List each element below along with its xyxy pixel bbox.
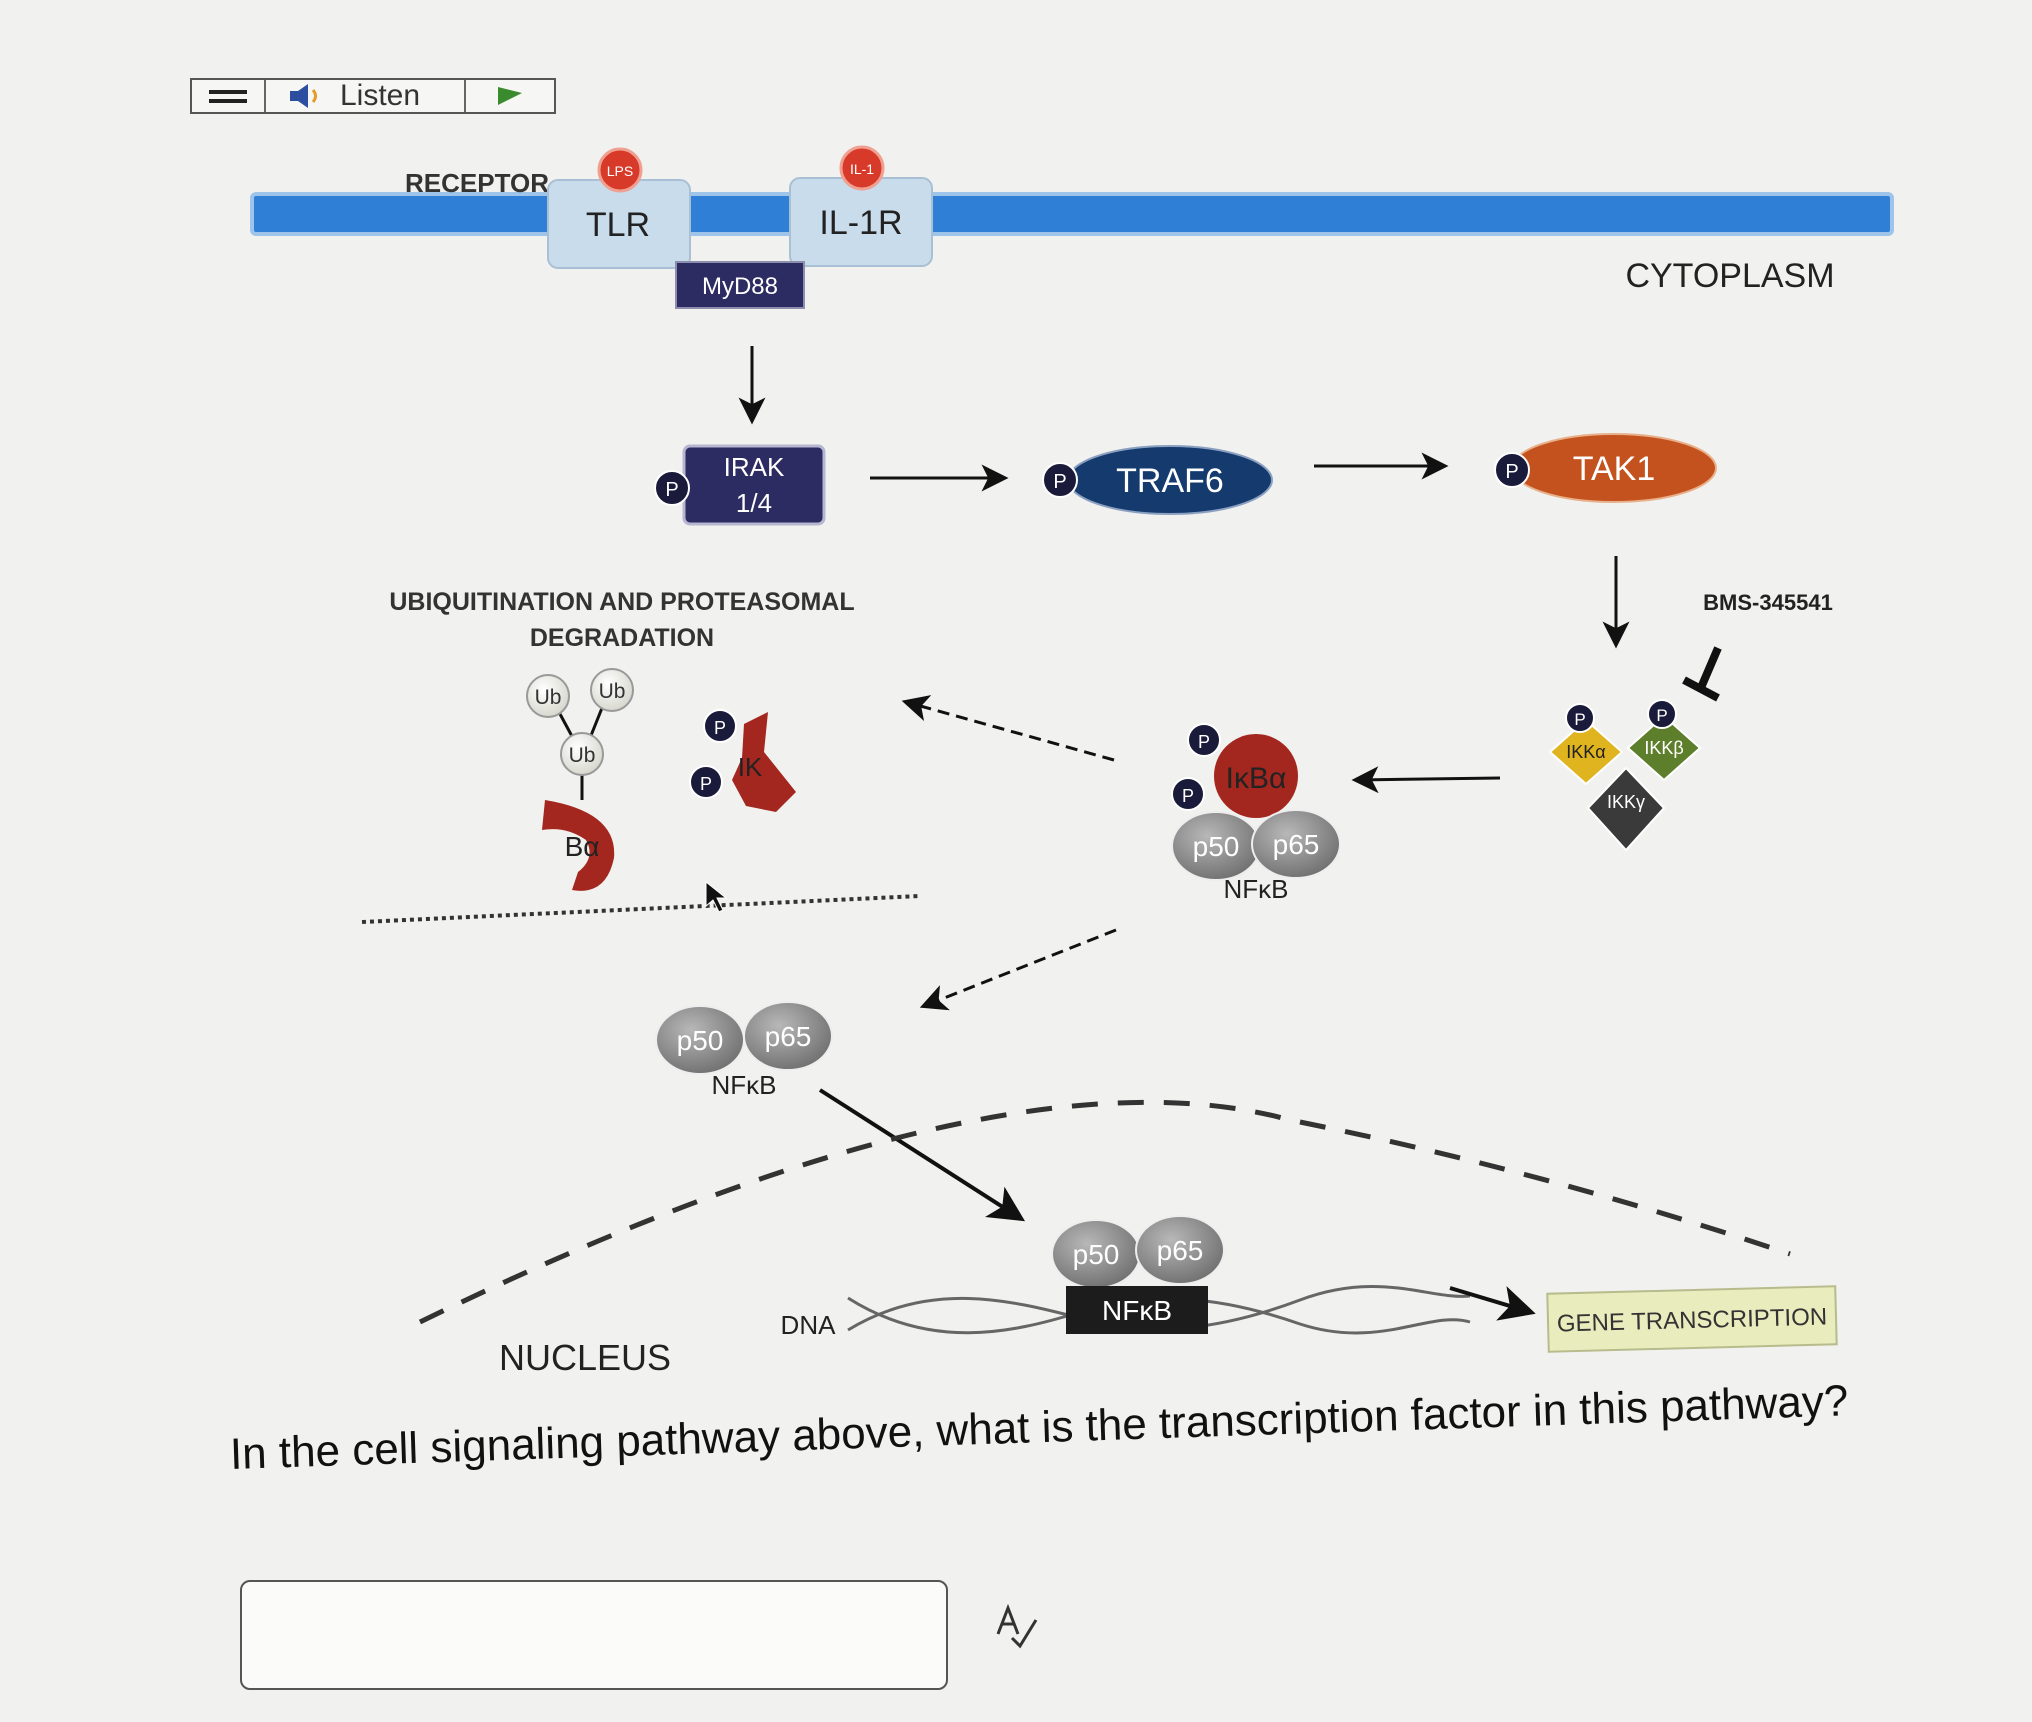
arrow-nuclear-translocation [818,1088,1026,1222]
arrow-release-nfkb [919,928,1117,1011]
ikba-label: IκBα [1226,762,1287,795]
ikba-phospho-label-1: P [1198,732,1210,752]
irak-phospho-label: P [665,479,678,501]
arrow-ikba-degradation [901,695,1115,762]
lps-label: LPS [607,163,633,179]
free-p50-label: p50 [677,1025,724,1056]
cyto-nfkb-label: NFκB [1224,874,1289,904]
il1-label: IL-1 [850,161,874,177]
fragment-phospho-label-1: P [714,718,726,738]
cyto-p65-label: p65 [1273,829,1320,860]
ikkg-label: IKKγ [1607,792,1645,812]
traf6-label: TRAF6 [1116,462,1224,500]
arrow-gene-transcription [1449,1286,1536,1321]
ub-bead-2 [590,668,634,712]
hamburger-menu-icon[interactable] [192,80,266,112]
il1r-label: IL-1R [819,204,902,242]
bms-label: BMS-345541 [1703,590,1833,615]
arrow-ikk-ikba [1351,766,1501,794]
ikkg-diamond [1586,766,1666,852]
nuclear-p65 [1135,1215,1225,1285]
cell-membrane [250,192,1894,236]
fragment-phospho-2 [689,765,723,799]
ikba-sphere [1214,734,1298,818]
ikka-phospho [1565,703,1595,733]
speaker-icon [290,84,317,108]
reader-toolbar: Listen [190,78,556,114]
listen-label: Listen [340,79,421,112]
nuclear-p50-label: p50 [1073,1239,1120,1270]
fragment-phospho-label-2: P [700,774,712,794]
ub-bead-1 [526,674,570,718]
gene-transcription-box [1546,1285,1838,1353]
tak1-phospho-label: P [1505,461,1518,483]
dna-label: DNA [781,1310,837,1340]
receptor-label: RECEPTOR [405,168,549,198]
spellcheck-icon[interactable] [990,1600,1042,1652]
ubiquitination-line2: DEGRADATION [530,624,714,652]
irak-phospho [654,470,690,506]
nuclear-nfkb-label: NFκB [1102,1295,1172,1326]
cytoplasm-label: CYTOPLASM [1625,257,1834,295]
ikba-phospho-label-2: P [1182,786,1194,806]
free-p65 [743,1001,833,1071]
myd88-box [675,261,805,309]
ikba-phospho-2 [1171,777,1205,811]
myd88-label: MyD88 [702,273,778,300]
free-p65-label: p65 [765,1021,812,1052]
free-nfkb-label: NFκB [712,1070,777,1100]
ikkb-label: IKKβ [1644,738,1683,758]
irak-label-line1: IRAK [724,452,785,482]
ik-fragment-label: IK [738,752,763,782]
tlr-label: TLR [586,206,650,244]
ik-fragment-right [732,712,796,812]
ikba-phospho-1 [1187,723,1221,757]
ikka-phospho-label: P [1574,710,1585,729]
ikka-label: IKKα [1566,742,1605,762]
answer-input[interactable] [240,1580,948,1690]
ikkb-phospho-label: P [1656,706,1667,725]
cyto-p50-label: p50 [1193,831,1240,862]
fragment-phospho-1 [703,709,737,743]
ub-label-1: Ub [535,686,562,709]
nucleus-label: NUCLEUS [499,1337,671,1378]
irak-label-line2: 1/4 [736,488,772,518]
ikba-fragment-label: Bα [565,831,600,862]
tak1-label: TAK1 [1573,450,1656,488]
ub-link-2 [588,707,604,739]
il1-ligand [839,145,885,191]
cyto-p65 [1251,809,1341,879]
traf6-phospho-label: P [1053,471,1066,493]
ikka-diamond [1548,718,1624,786]
tak1-phospho [1494,452,1530,488]
nuclear-nfkb-box [1066,1286,1208,1334]
ubiquitination-line1: UBIQUITINATION AND PROTEASOMAL [389,588,854,616]
play-icon [498,87,522,105]
degradation-divider [361,894,921,924]
ikba-fragment-left [542,800,615,891]
ikkb-phospho [1647,699,1677,729]
lps-ligand [597,147,643,193]
ub-label-3: Ub [569,744,596,767]
nuclear-envelope [418,1099,1791,1325]
nuclear-p65-label: p65 [1157,1235,1204,1266]
ub-bead-3 [560,732,604,776]
inhibitor-bar-stem [1696,646,1722,692]
mouse-cursor-icon [705,880,728,913]
traf6-phospho [1042,462,1078,498]
listen-button[interactable]: Listen [266,79,466,112]
ub-label-2: Ub [599,680,626,703]
play-button[interactable] [466,85,554,107]
inhibitor-bar-head [1682,676,1720,702]
ikkb-diamond [1626,714,1702,782]
